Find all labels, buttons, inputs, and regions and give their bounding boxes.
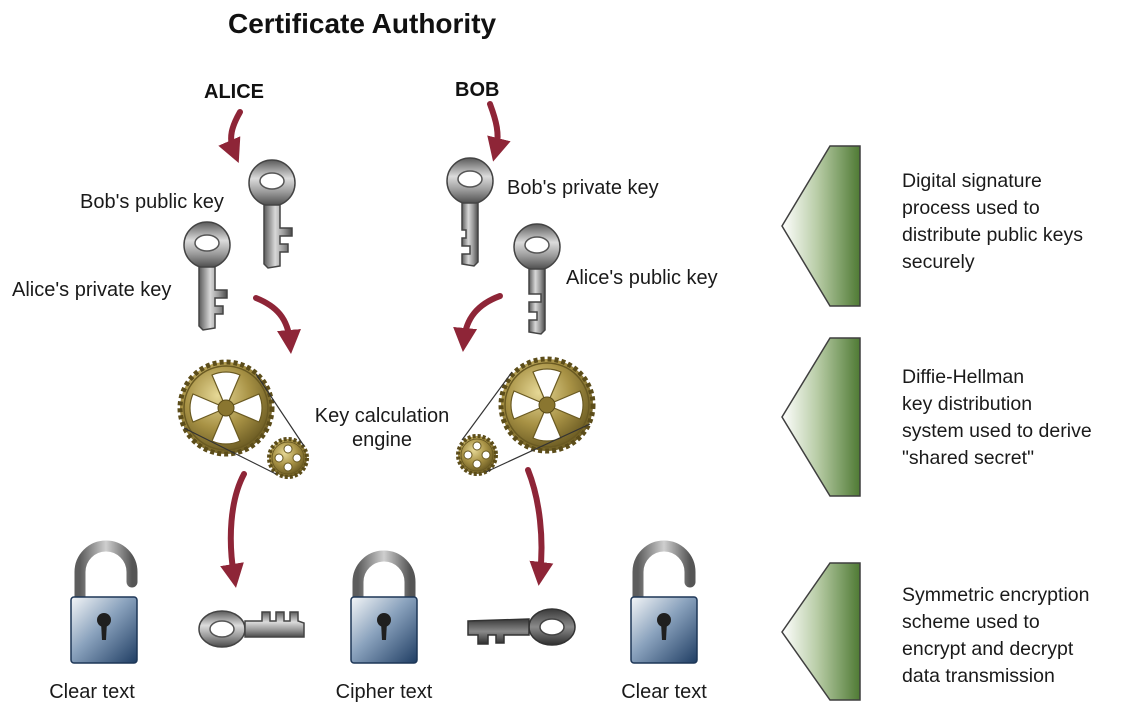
label-alice-private-key: Alice's private key [12, 279, 172, 301]
engine-label-line-1: Key calculation [314, 405, 450, 427]
flow-arrows [218, 101, 554, 588]
stage-3-line-4: data transmission [902, 665, 1055, 687]
label-cipher-text: Cipher text [335, 681, 433, 703]
alice-to-engine-arrow [253, 295, 301, 354]
stage-description-diffie-hellman: Diffie-Hellman key distribution system u… [902, 364, 1092, 472]
alice-shared-key-icon [198, 610, 305, 648]
alice-big-gear-icon [177, 359, 275, 457]
stage-3-line-3: encrypt and decrypt [902, 638, 1074, 660]
actor-bob: BOB [455, 79, 500, 101]
label-clear-text-right: Clear text [621, 681, 707, 703]
stage-2-line-3: system used to derive [902, 420, 1092, 442]
bob-down-arrow [487, 101, 511, 162]
stage-arrow-digital-signature-icon [781, 145, 861, 307]
alice-gear-belt [183, 373, 305, 475]
alice-down-arrow [218, 109, 243, 164]
bob-gear-belt [461, 371, 591, 473]
alice-public-key-icon [513, 223, 561, 335]
bob-small-gear-icon [456, 434, 498, 476]
stage-1-line-1: Digital signature [902, 170, 1042, 192]
actor-alice: ALICE [204, 81, 264, 103]
bob-public-key-icon [248, 159, 296, 269]
alice-small-gear-icon [267, 437, 309, 479]
label-key-calculation-engine: Key calculation engine [300, 404, 464, 452]
engine-to-alice-key-arrow [220, 471, 247, 588]
label-alice-public-key: Alice's public key [566, 267, 718, 289]
bob-shared-key-icon [467, 608, 576, 646]
stage-2-line-2: key distribution [902, 393, 1033, 415]
engine-to-bob-key-arrow [525, 467, 554, 586]
stage-description-symmetric-encryption: Symmetric encryption scheme used to encr… [902, 582, 1089, 690]
stage-description-digital-signature: Digital signature process used to distri… [902, 168, 1083, 276]
right-open-lock-icon [630, 540, 698, 664]
engine-label-line-2: engine [351, 429, 413, 451]
label-bob-public-key: Bob's public key [80, 191, 224, 213]
stage-1-line-2: process used to [902, 197, 1040, 219]
stage-2-line-4: "shared secret" [902, 447, 1034, 469]
center-closed-lock-icon [350, 550, 418, 664]
stage-3-line-2: scheme used to [902, 611, 1040, 633]
stage-3-line-1: Symmetric encryption [902, 584, 1090, 606]
label-clear-text-left: Clear text [49, 681, 135, 703]
stage-2-line-1: Diffie-Hellman [902, 366, 1025, 388]
bob-to-engine-arrow [453, 293, 503, 352]
alice-private-key-icon [183, 221, 231, 331]
bob-big-gear-icon [498, 356, 596, 454]
label-bob-private-key: Bob's private key [507, 177, 659, 199]
stage-arrow-diffie-hellman-icon [781, 337, 861, 497]
stage-1-line-4: securely [902, 251, 975, 273]
stage-1-line-3: distribute public keys [902, 224, 1084, 246]
stage-arrow-symmetric-icon [781, 562, 861, 701]
bob-private-key-icon [446, 157, 494, 267]
left-open-lock-icon [70, 540, 138, 664]
diagram-title: Certificate Authority [228, 8, 497, 39]
